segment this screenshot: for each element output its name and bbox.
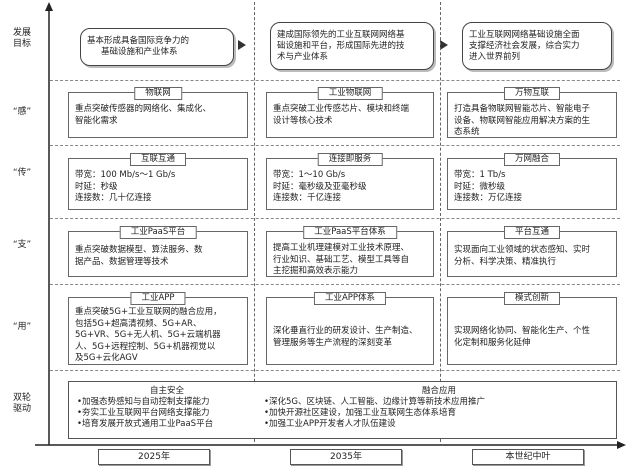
section-title: 工业物联网: [317, 87, 383, 100]
sense-2025: 物联网 重点突破传感器的网络化、集成化、智能化需求: [68, 87, 248, 138]
goal-2035: 建成国际领先的工业互联网网络基础设施和平台，形成国际先进的技术与产业体系: [270, 22, 434, 70]
use-2035: 工业APP体系 深化垂直行业的研发设计、生产制造、管理服务等生产流程的深刻变革: [266, 292, 434, 365]
sense-2035: 工业物联网 重点突破工业传感芯片、模块和终端设计等核心技术: [266, 87, 434, 138]
use-century: 模式创新 实现网络化协同、智能化生产、个性化定制和服务化延伸: [447, 292, 617, 365]
sense-century: 万物互联 打造具备物联网智能芯片、智能电子设备、物联网智能应用解决方案的生态系统: [447, 87, 617, 138]
section-title: 工业PaaS平台: [119, 226, 197, 239]
row-divider: [50, 80, 620, 81]
year-2025: 2025年: [98, 449, 210, 465]
row-label-support: “支”: [12, 240, 32, 250]
row-divider: [50, 145, 620, 146]
section-title: 万网融合: [503, 153, 561, 166]
divider-2035: [254, 2, 255, 442]
year-2035: 2035年: [290, 449, 402, 465]
row-divider: [50, 284, 620, 285]
row-divider: [50, 218, 620, 219]
use-2025: 工业APP 重点突破5G+工业互联网的融合应用，包括5G+超高清视频、5G+AR…: [68, 292, 248, 365]
year-century: 本世纪中叶: [472, 449, 584, 465]
row-label-drive: 双轮驱动: [12, 393, 31, 414]
section-title: 工业APP: [130, 292, 186, 305]
support-2025: 工业PaaS平台 重点突破数据模型、算法服务、数据产品、数据管理等技术: [68, 226, 248, 277]
drive-left: 自主安全 •加强态势感知与自动控制支撑能力 •夯实工业互联网平台网络支撑能力 •…: [77, 386, 214, 429]
row-label-goal: 发展目标: [12, 28, 31, 49]
divider-century: [440, 2, 441, 442]
support-century: 平台互通 实现面向工业领域的状态感知、实时分析、科学决策、精准执行: [447, 226, 617, 277]
section-title: 平台互通: [503, 226, 561, 239]
goal-century: 工业互联网网络基础设施全面支撑经济社会发展，综合实力进入世界前列: [462, 22, 612, 70]
drive-right: 融合应用 •深化5G、区块链、人工智能、边缘计算等新技术应用推广 •加快开源社区…: [264, 386, 486, 429]
section-title: 工业PaaS平台体系: [303, 226, 397, 239]
row-label-sense: “感”: [12, 107, 32, 117]
section-title: 互联互通: [129, 153, 187, 166]
row-label-transmit: “传”: [12, 168, 32, 178]
section-title: 万物互联: [503, 87, 561, 100]
section-title: 连接即服务: [317, 153, 383, 166]
section-title: 模式创新: [503, 292, 561, 305]
goal-2025: 基本形成具备国际竞争力的基础设施和产业体系: [80, 28, 234, 66]
section-title: 工业APP体系: [313, 292, 387, 305]
drive-box: 自主安全 •加强态势感知与自动控制支撑能力 •夯实工业互联网平台网络支撑能力 •…: [68, 381, 617, 439]
support-2035: 工业PaaS平台体系 提高工业机理建模对工业技术原理、行业知识、基础工艺、模型工…: [266, 226, 434, 277]
section-title: 物联网: [134, 87, 182, 100]
row-label-use: “用”: [12, 322, 32, 332]
row-divider: [50, 370, 620, 371]
